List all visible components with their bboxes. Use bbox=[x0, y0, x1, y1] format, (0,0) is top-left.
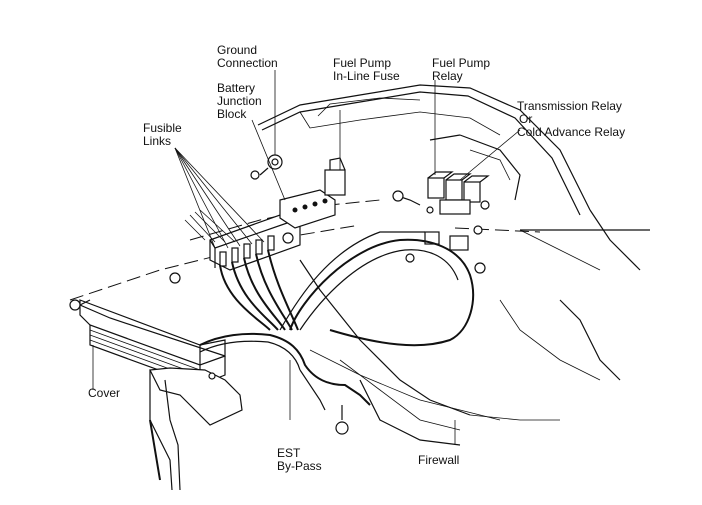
label-fuel-pump-relay: Fuel Pump Relay bbox=[432, 57, 490, 83]
harness-connectors bbox=[169, 225, 486, 284]
label-line: By-Pass bbox=[277, 459, 322, 473]
label-transmission-relay: Transmission Relay Or Cold Advance Relay bbox=[517, 100, 625, 139]
label-line: Block bbox=[217, 107, 247, 121]
relay-cluster bbox=[392, 171, 490, 215]
label-line: Fusible bbox=[143, 121, 182, 135]
label-fuel-pump-inline-fuse: Fuel Pump In-Line Fuse bbox=[333, 57, 400, 83]
label-line: Ground bbox=[217, 43, 258, 57]
battery-junction-block bbox=[279, 157, 346, 244]
label-line: Or bbox=[519, 112, 533, 126]
label-battery-junction-block: Battery Junction Block bbox=[217, 82, 262, 121]
label-est-bypass: EST By-Pass bbox=[277, 447, 322, 473]
wiring-harness bbox=[184, 209, 475, 435]
label-line: Relay bbox=[432, 69, 463, 83]
label-line: Battery bbox=[217, 81, 256, 95]
label-cover: Cover bbox=[88, 386, 121, 400]
cover-panel bbox=[69, 299, 243, 491]
label-firewall: Firewall bbox=[418, 453, 460, 467]
label-line: EST bbox=[277, 446, 301, 460]
label-ground-connection: Ground Connection bbox=[217, 44, 278, 70]
label-line: Links bbox=[143, 134, 172, 148]
label-line: Fuel Pump bbox=[432, 56, 491, 70]
leader-lines bbox=[92, 70, 521, 445]
label-line: In-Line Fuse bbox=[333, 69, 400, 83]
label-line: Cold Advance Relay bbox=[517, 125, 626, 139]
label-fusible-links: Fusible Links bbox=[143, 122, 182, 148]
label-line: Transmission Relay bbox=[517, 99, 622, 113]
firewall-outline bbox=[299, 259, 560, 446]
ground-connection bbox=[250, 154, 283, 180]
fusible-link-block bbox=[209, 214, 301, 271]
label-line: Fuel Pump bbox=[333, 56, 392, 70]
label-line: Junction bbox=[217, 94, 262, 108]
label-line: Connection bbox=[217, 56, 278, 70]
